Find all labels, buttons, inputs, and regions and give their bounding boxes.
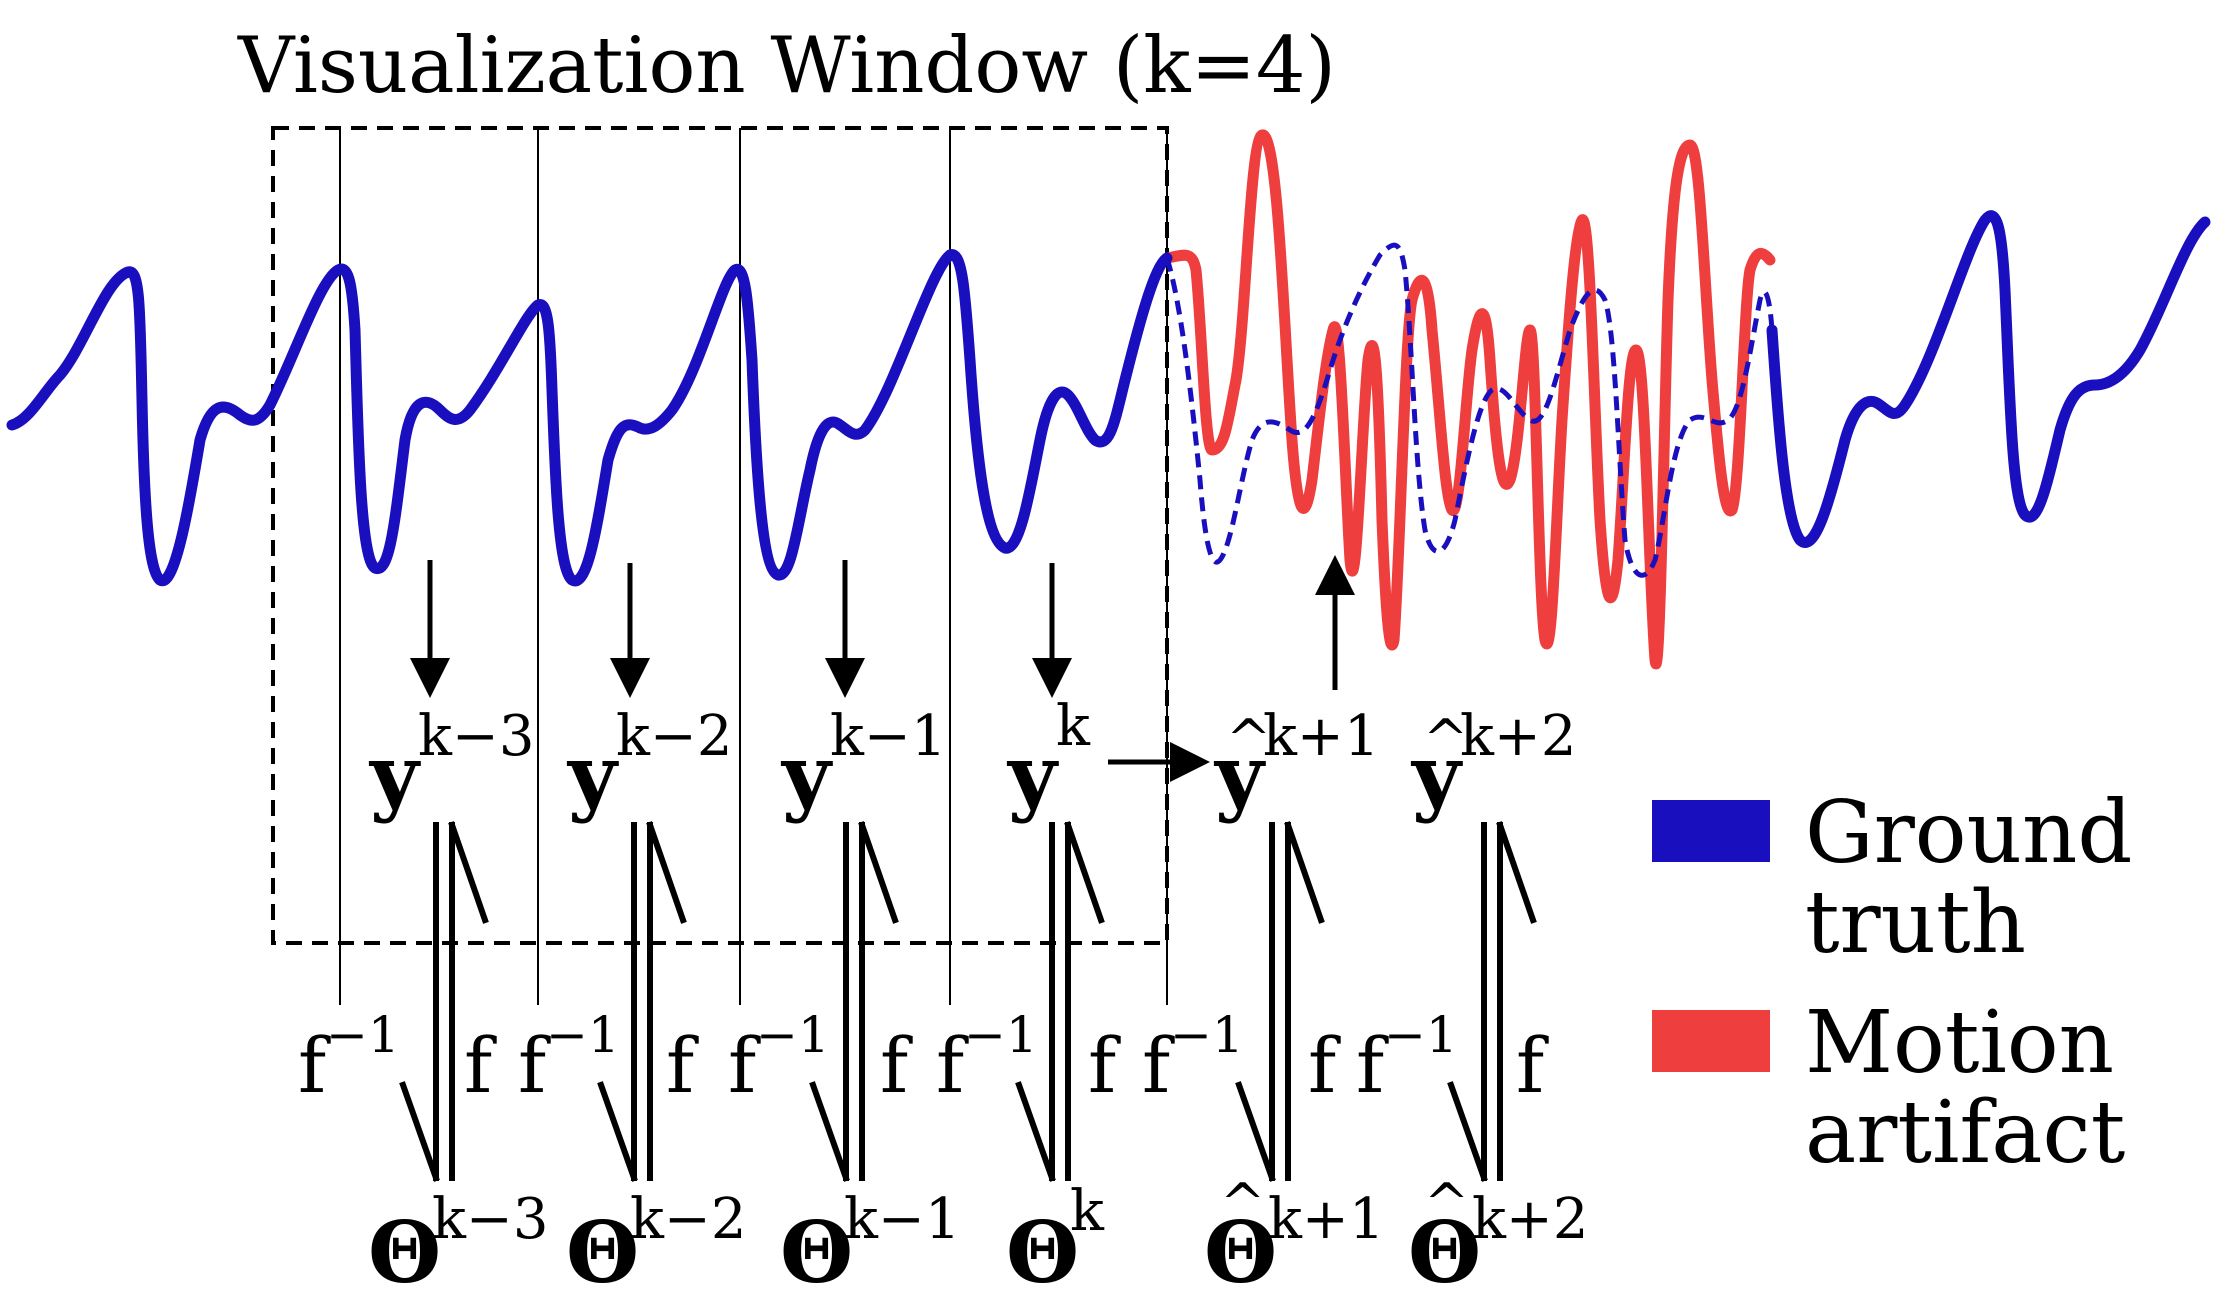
observation-superscript: k+1 <box>1263 704 1379 769</box>
legend-label-motion: Motion <box>1805 993 2114 1093</box>
hat-accent: ^ <box>1423 708 1468 771</box>
state-superscript: k−3 <box>432 1187 548 1252</box>
state-label: ^ Θ k+2 <box>1408 1172 1588 1302</box>
forward-transform-label: f <box>1088 1021 1121 1110</box>
ground-truth-waveform-right <box>1766 210 2211 548</box>
state-superscript: k−2 <box>630 1187 746 1252</box>
observation-label: ^ y k+2 <box>1410 704 1576 825</box>
inverse-transform-superscript: −1 <box>326 1006 400 1064</box>
observation-symbol: y <box>1410 726 1463 825</box>
state-symbol: Θ <box>1006 1203 1079 1302</box>
observation-superscript: k−2 <box>616 704 732 769</box>
observation-symbol: y <box>1213 726 1266 825</box>
observation-symbol: y <box>368 726 421 825</box>
inverse-transform-label: f <box>728 1021 761 1110</box>
hat-accent: ^ <box>1220 1172 1265 1235</box>
observation-superscript: k−1 <box>830 704 946 769</box>
inverse-transform-superscript: −1 <box>546 1006 620 1064</box>
state-symbol: Θ <box>1204 1203 1277 1302</box>
window-title: Visualization Window (k=4) <box>237 21 1336 111</box>
observation-superscript: k−3 <box>418 704 534 769</box>
observation-symbol: y <box>1006 726 1059 825</box>
state-label: Θ k <box>1006 1179 1105 1302</box>
state-superscript: k−1 <box>844 1187 960 1252</box>
forward-transform-label: f <box>1308 1021 1341 1110</box>
inverse-transform-superscript: −1 <box>1384 1006 1458 1064</box>
legend-label-ground: Ground <box>1805 783 2132 883</box>
observation-label: y k−3 <box>368 704 534 825</box>
ground-truth-dashed-waveform <box>1164 242 1775 578</box>
state-symbol: Θ <box>566 1203 639 1302</box>
observation-labels: y k−3 y k−2 y k−1 y k ^ y k+1 ^ y k+2 <box>368 694 1576 825</box>
inverse-transform-superscript: −1 <box>1170 1006 1244 1064</box>
double-harpoon-icon <box>1447 821 1537 1182</box>
observation-label: ^ y k+1 <box>1213 704 1379 825</box>
observation-symbol: y <box>780 726 833 825</box>
state-label: Θ k−3 <box>368 1187 548 1302</box>
observation-superscript: k <box>1056 694 1091 759</box>
inverse-transform-label: f <box>936 1021 969 1110</box>
inverse-transform-superscript: −1 <box>964 1006 1038 1064</box>
inverse-transform-label: f <box>518 1021 551 1110</box>
state-symbol: Θ <box>780 1203 853 1302</box>
state-labels: Θ k−3 Θ k−2 Θ k−1 Θ k ^ Θ k+1 ^ Θ k+2 <box>368 1172 1588 1302</box>
state-superscript: k+1 <box>1268 1187 1384 1252</box>
forward-transform-label: f <box>1516 1021 1549 1110</box>
forward-transform-label: f <box>464 1021 497 1110</box>
state-label: Θ k−2 <box>566 1187 746 1302</box>
transform-labels: f −1 f f −1 f f −1 f f −1 f f −1 f f −1 … <box>298 1006 1549 1110</box>
forward-transform-label: f <box>666 1021 699 1110</box>
legend-swatch-ground-truth <box>1652 800 1770 862</box>
double-harpoon-icon <box>399 821 489 1182</box>
legend-label-artifact: artifact <box>1805 1083 2125 1183</box>
observation-superscript: k+2 <box>1460 704 1576 769</box>
double-harpoon-icon <box>597 821 687 1182</box>
state-label: ^ Θ k+1 <box>1204 1172 1384 1302</box>
observation-symbol: y <box>566 726 619 825</box>
time-separators <box>339 128 1168 1005</box>
state-superscript: k+2 <box>1472 1187 1588 1252</box>
legend-swatch-motion-artifact <box>1652 1010 1770 1072</box>
inverse-transform-label: f <box>1356 1021 1389 1110</box>
observation-label: y k <box>1006 694 1091 825</box>
transform-arrows <box>399 821 1537 1182</box>
state-symbol: Θ <box>368 1203 441 1302</box>
inverse-transform-label: f <box>1142 1021 1175 1110</box>
forward-transform-label: f <box>880 1021 913 1110</box>
legend-label-truth: truth <box>1805 873 2026 973</box>
sampling-arrows <box>410 555 1355 782</box>
inverse-transform-label: f <box>298 1021 331 1110</box>
hat-accent: ^ <box>1226 708 1271 771</box>
observation-label: y k−2 <box>566 704 732 825</box>
hat-accent: ^ <box>1424 1172 1469 1235</box>
ground-truth-waveform <box>6 249 1173 587</box>
state-symbol: Θ <box>1408 1203 1481 1302</box>
inverse-transform-superscript: −1 <box>756 1006 830 1064</box>
state-label: Θ k−1 <box>780 1187 960 1302</box>
double-harpoon-icon <box>1015 821 1105 1182</box>
legend: Ground truth Motion artifact <box>1652 783 2132 1183</box>
state-superscript: k <box>1070 1179 1105 1244</box>
double-harpoon-icon <box>809 821 899 1182</box>
double-harpoon-icon <box>1235 821 1325 1182</box>
motion-artifact-waveform <box>1161 129 1776 670</box>
observation-label: y k−1 <box>780 704 946 825</box>
